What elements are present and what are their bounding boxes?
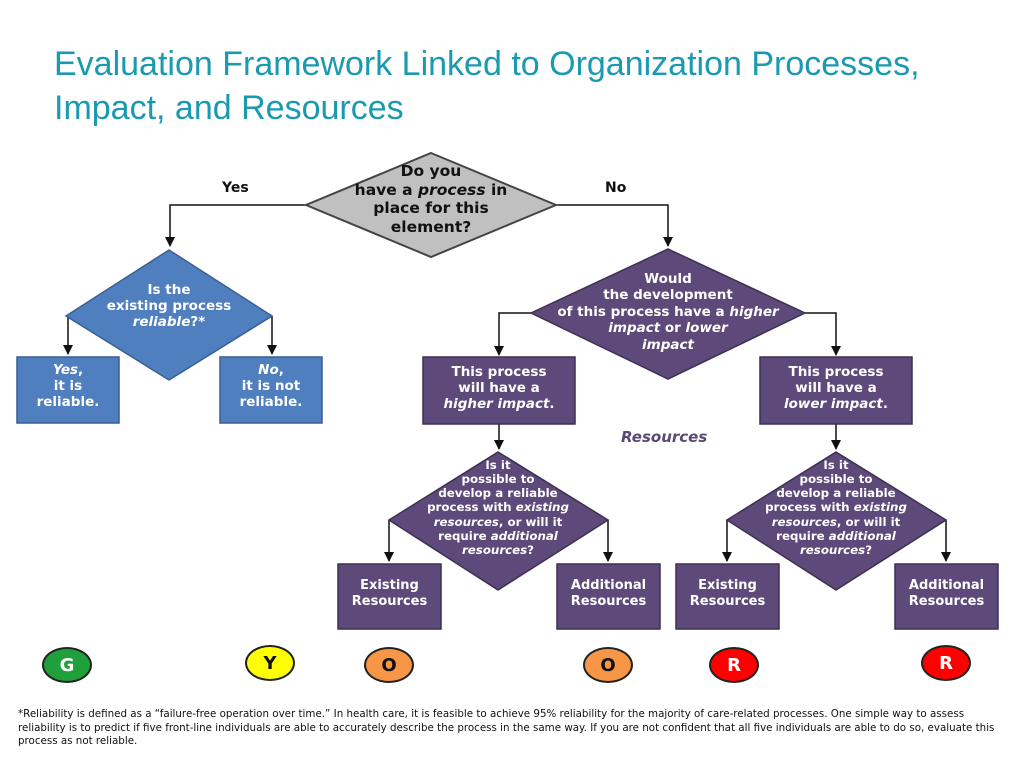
no-reliable-box: [219, 356, 323, 424]
resources-question-left: Is it possible to develop a reliable pro…: [427, 458, 569, 557]
existing-resources-box-right: [675, 563, 780, 630]
process-question: Do you have a process in place for this …: [354, 162, 508, 236]
yes-reliable-box: [16, 356, 120, 424]
rating-red-additional: R: [921, 645, 971, 681]
no-reliable-text: No, it is not reliable.: [239, 362, 303, 411]
reliable-question: Is the existing process reliable?*: [106, 282, 232, 331]
process-decision-diamond: [303, 151, 559, 259]
impact-decision-diamond: [529, 248, 807, 380]
reliability-footnote: *Reliability is defined as a “failure-fr…: [18, 708, 995, 747]
reliable-decision-diamond: [64, 249, 274, 381]
yes-reliable-text: Yes, it is reliable.: [36, 362, 100, 411]
q3-left-connector: [494, 312, 531, 356]
higher-impact-box: [422, 356, 576, 425]
q3-right-connector: [805, 312, 841, 356]
resources-decision-diamond-left: [387, 451, 610, 591]
higher-impact-text: This process will have a higher impact.: [443, 364, 555, 413]
resources-label: Resources: [621, 428, 708, 446]
additional-resources-box-right: [894, 563, 999, 630]
lower-impact-box: [759, 356, 913, 425]
page-title: Evaluation Framework Linked to Organizat…: [54, 45, 920, 127]
no-branch-label: No: [605, 180, 627, 196]
resources-question-right: Is it possible to develop a reliable pro…: [765, 458, 907, 557]
rating-yellow: Y: [245, 645, 295, 681]
resources-decision-diamond-right: [725, 451, 948, 591]
lower-impact-text: This process will have a lower impact.: [784, 364, 888, 413]
yes-connector: [165, 204, 306, 247]
existing-resources-box-left: [337, 563, 442, 630]
no-connector: [556, 204, 673, 247]
rating-green: G: [42, 647, 92, 683]
rating-orange-additional: O: [583, 647, 633, 683]
yes-branch-label: Yes: [222, 180, 249, 196]
rating-red-existing: R: [709, 647, 759, 683]
additional-resources-box-left: [556, 563, 661, 630]
rating-orange-existing: O: [364, 647, 414, 683]
impact-question: Would the development of this process ha…: [557, 271, 779, 353]
